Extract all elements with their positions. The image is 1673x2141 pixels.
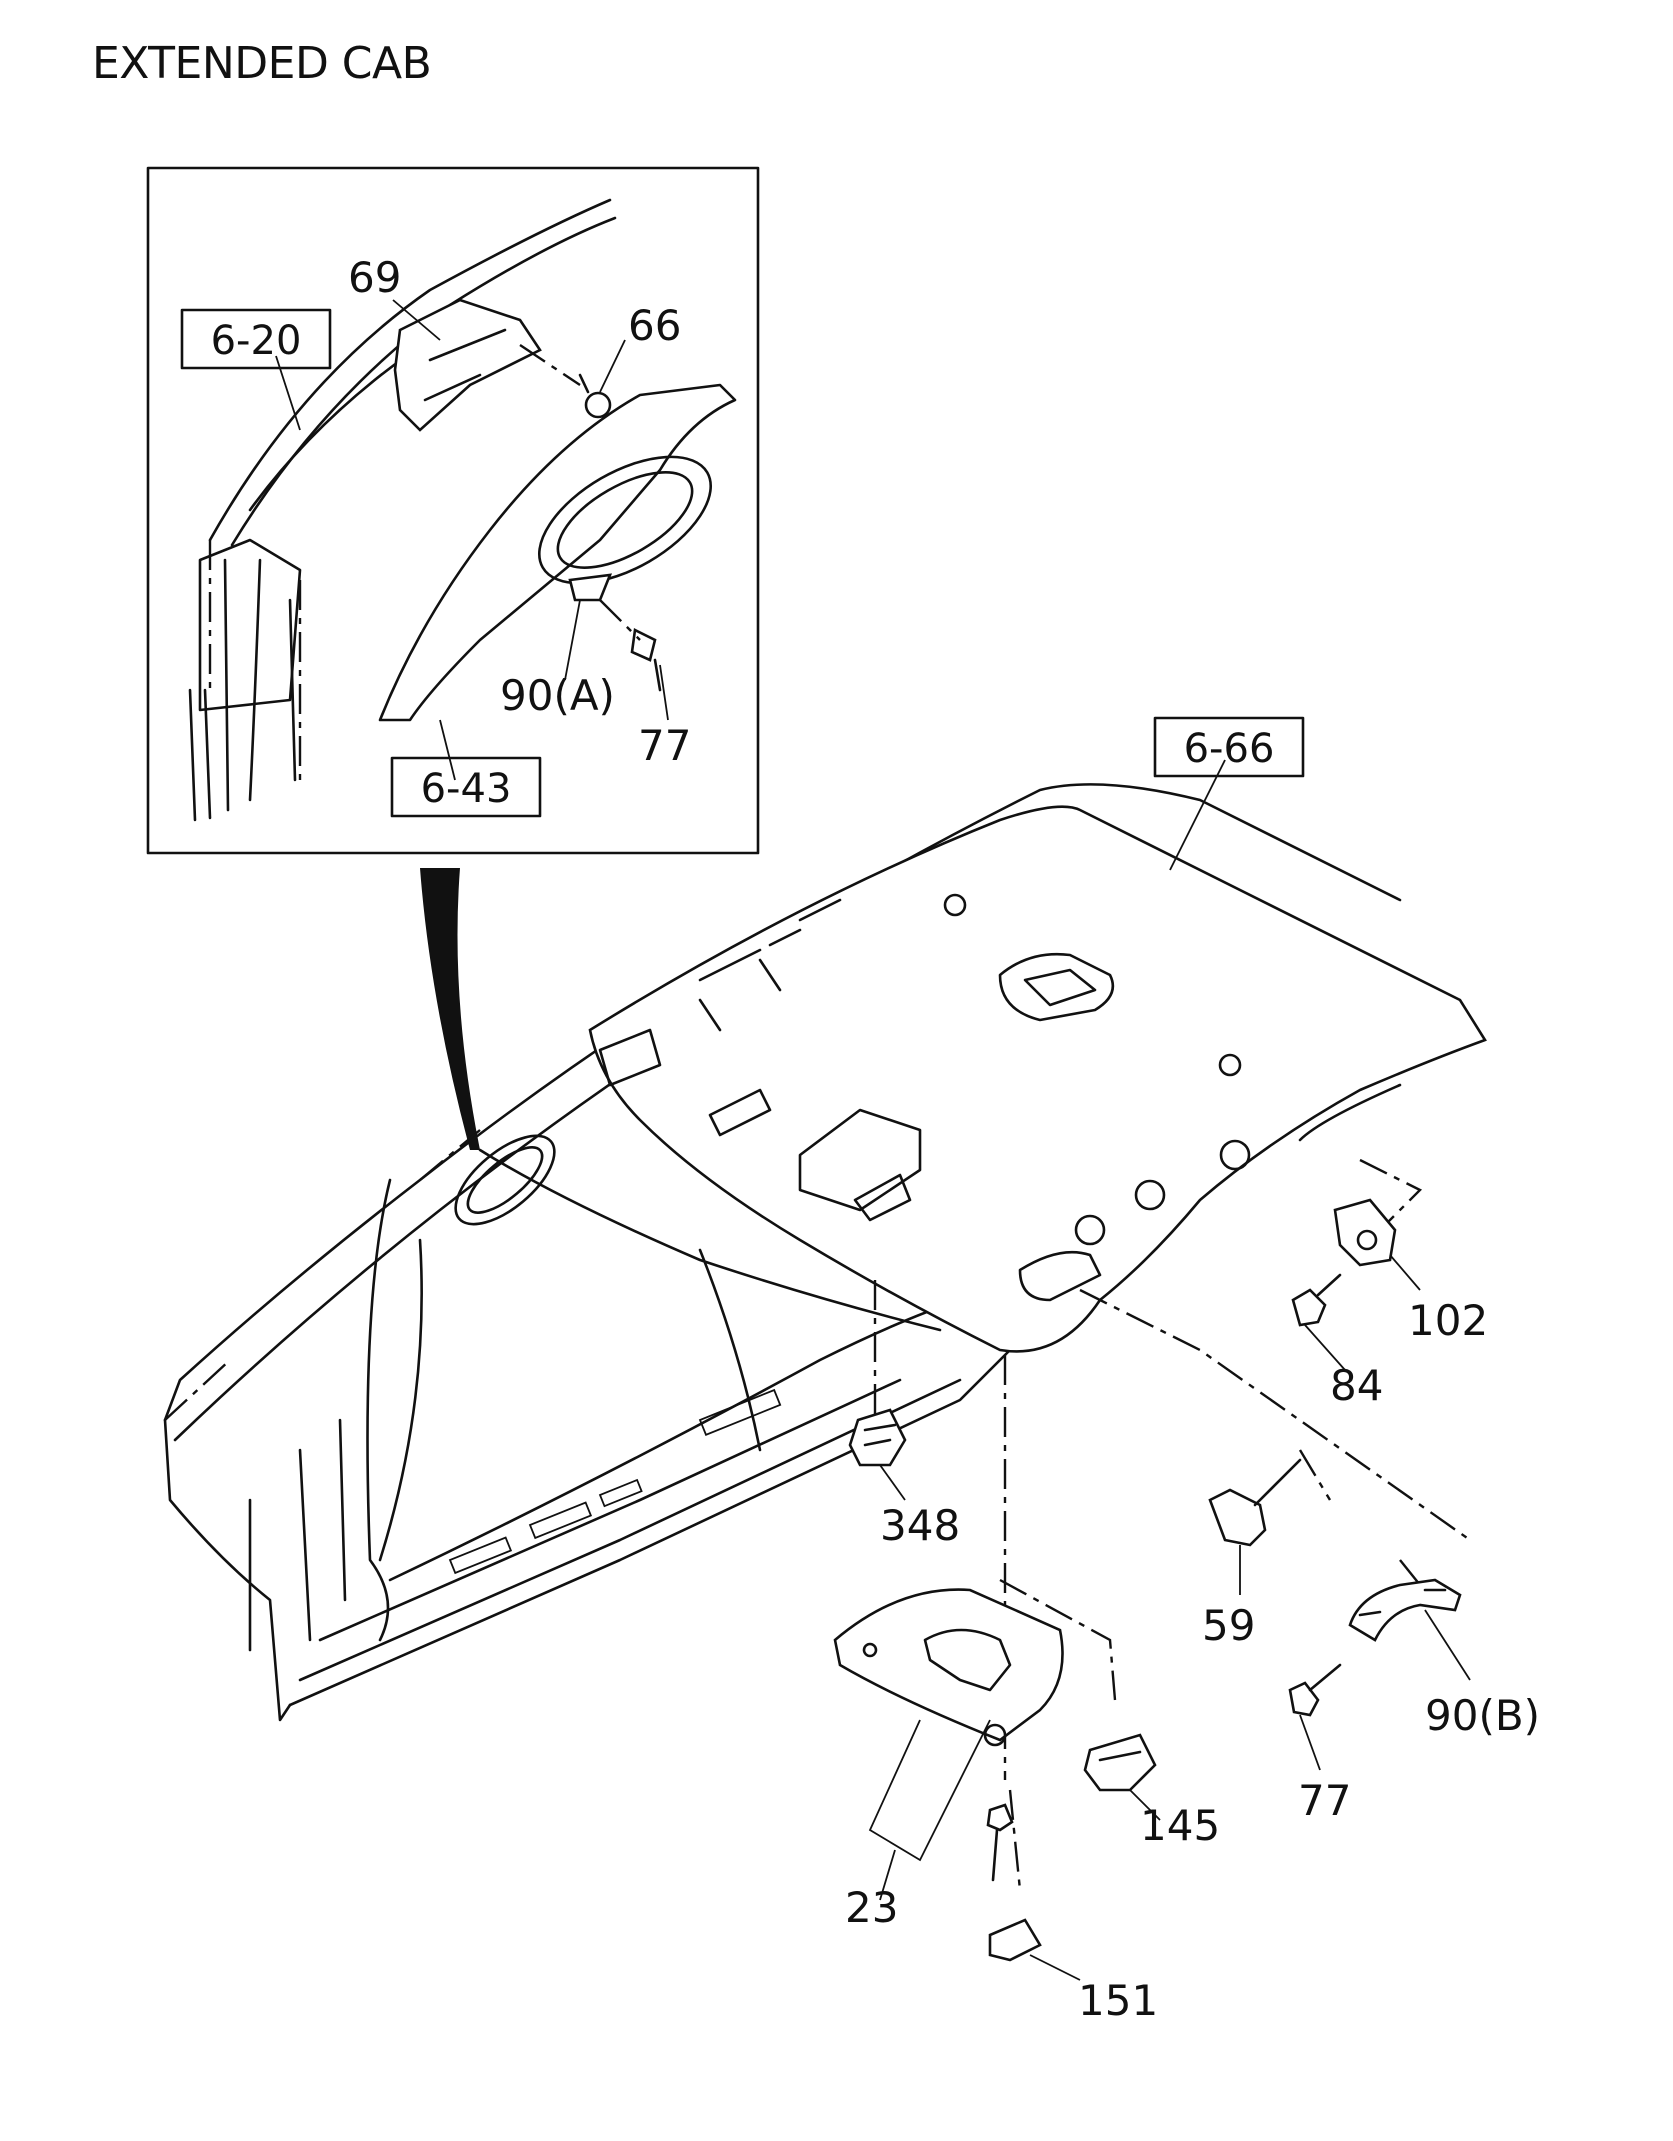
detail-inset xyxy=(146,166,760,855)
label-84: 84 xyxy=(1330,1361,1383,1410)
part-77b-screw xyxy=(1288,1663,1342,1717)
vehicle-body xyxy=(163,783,1487,1722)
label-69: 69 xyxy=(348,253,401,302)
label-leaders xyxy=(868,759,1471,1981)
label-90a: 90(A) xyxy=(500,671,615,720)
part-145-holder xyxy=(1083,1733,1157,1792)
label-66: 66 xyxy=(628,301,681,350)
label-348: 348 xyxy=(880,1501,960,1550)
part-84-nut xyxy=(1291,1273,1342,1327)
label-23: 23 xyxy=(845,1883,898,1932)
label-77: 77 xyxy=(1298,1776,1351,1825)
svg-text:6-43: 6-43 xyxy=(421,766,512,812)
label-151: 151 xyxy=(1078,1976,1158,2025)
label-59: 59 xyxy=(1202,1601,1255,1650)
part-59-hook xyxy=(1208,1458,1302,1547)
inset-connector xyxy=(420,868,480,1150)
ref-box-6-20: 6-20 xyxy=(180,308,332,370)
svg-text:6-66: 6-66 xyxy=(1184,726,1275,772)
ref-box-6-43: 6-43 xyxy=(390,756,542,818)
part-23-sunvisor xyxy=(833,1588,1064,1747)
label-102: 102 xyxy=(1408,1296,1488,1345)
part-23-screw xyxy=(986,1803,1014,1882)
diagram-title: EXTENDED CAB xyxy=(92,38,432,89)
part-90b-handle xyxy=(1348,1578,1462,1642)
label-77-inset: 77 xyxy=(638,721,691,770)
part-151-cap xyxy=(988,1918,1042,1962)
ref-box-6-66: 6-66 xyxy=(1153,716,1305,778)
svg-text:6-20: 6-20 xyxy=(211,318,302,364)
label-145: 145 xyxy=(1140,1801,1220,1850)
part-102-clip xyxy=(1333,1198,1397,1267)
label-90b: 90(B) xyxy=(1425,1691,1540,1740)
part-348-clip xyxy=(848,1408,907,1467)
